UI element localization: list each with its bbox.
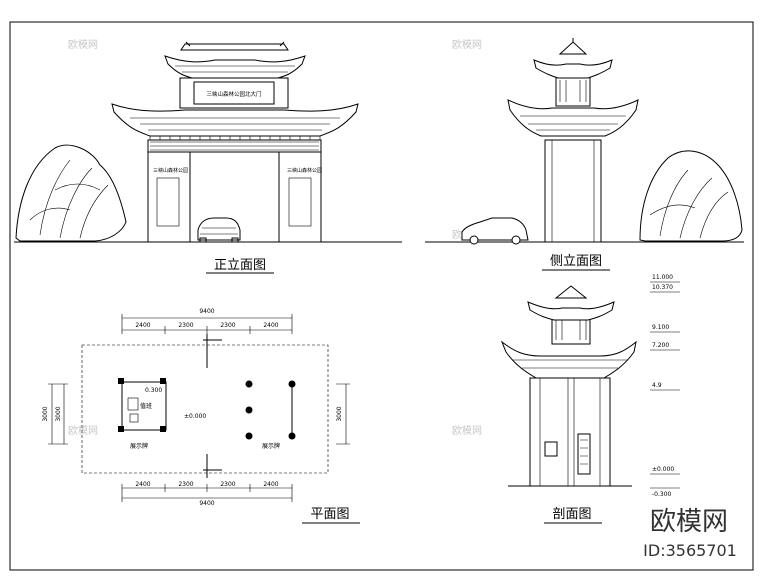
left-pier [147,149,191,243]
svg-text:2400: 2400 [263,322,278,329]
front-elevation-title: 正立面图 [214,258,266,273]
svg-text:展示牌: 展示牌 [130,442,148,450]
svg-text:±0.000: ±0.000 [652,466,674,473]
right-pier [278,149,322,243]
plan-outline [81,344,329,474]
plaque-text: 三峡山森林公园北大门 [206,90,261,98]
svg-text:展示牌: 展示牌 [262,442,280,450]
svg-text:值班: 值班 [140,402,152,410]
side-pier [544,139,602,243]
rock-left [15,144,127,242]
svg-text:欧模网: 欧模网 [68,425,98,437]
section-upper-roof [527,301,615,321]
section-title: 剖面图 [552,507,591,522]
side-elevation: 侧立面图 [425,38,744,271]
svg-text:2400: 2400 [263,481,278,488]
level-marks: 11.000 10.370 9.100 7.200 4.9 ±0.000 -0.… [650,274,680,498]
svg-text:9400: 9400 [199,308,214,315]
section-view: 11.000 10.370 9.100 7.200 4.9 ±0.000 -0.… [500,274,680,524]
plan-view: 9400 2400 2300 2300 2400 2400 2300 2300 … [42,308,360,524]
brand-logo: 欧模网 [650,507,728,537]
svg-text:欧模网: 欧模网 [452,425,482,437]
svg-text:2300: 2300 [178,322,193,329]
svg-text:欧模网: 欧模网 [68,39,98,51]
gate-plaque [193,81,275,105]
plan-title: 平面图 [310,507,349,522]
sheet-border [9,21,754,571]
side-lower-roof [507,99,639,137]
upper-roof [164,55,306,79]
lower-roof [111,103,359,137]
svg-text:10.370: 10.370 [652,284,673,291]
front-elevation: 三峡山森林公园 三峡山森林公园 三峡山森林公园北大门 正立面图 [14,41,402,274]
car-side [461,217,529,241]
svg-text:3000: 3000 [55,406,62,421]
svg-text:三峡山森林公园: 三峡山森林公园 [153,167,188,174]
svg-text:7.200: 7.200 [652,342,669,349]
svg-text:3000: 3000 [336,406,343,421]
svg-text:2300: 2300 [220,481,235,488]
svg-text:欧模网: 欧模网 [452,39,482,51]
section-body [529,377,611,487]
svg-text:11.000: 11.000 [652,274,673,281]
svg-text:0.300: 0.300 [145,387,162,394]
svg-text:3000: 3000 [42,406,49,421]
svg-text:4.9: 4.9 [652,382,662,389]
side-elevation-title: 侧立面图 [550,254,602,269]
side-upper-roof [533,59,613,79]
brand-id: ID:3565701 [643,541,737,560]
rock-right [639,150,743,242]
svg-text:三峡山森林公园: 三峡山森林公园 [287,167,322,174]
svg-text:±0.000: ±0.000 [184,413,206,420]
duty-room [121,381,167,431]
svg-text:2400: 2400 [135,481,150,488]
svg-text:2400: 2400 [135,322,150,329]
svg-text:-0.300: -0.300 [652,491,672,498]
svg-text:2300: 2300 [220,322,235,329]
svg-text:2300: 2300 [178,481,193,488]
svg-text:9400: 9400 [199,500,214,507]
car-front [197,217,241,241]
svg-text:9.100: 9.100 [652,324,669,331]
